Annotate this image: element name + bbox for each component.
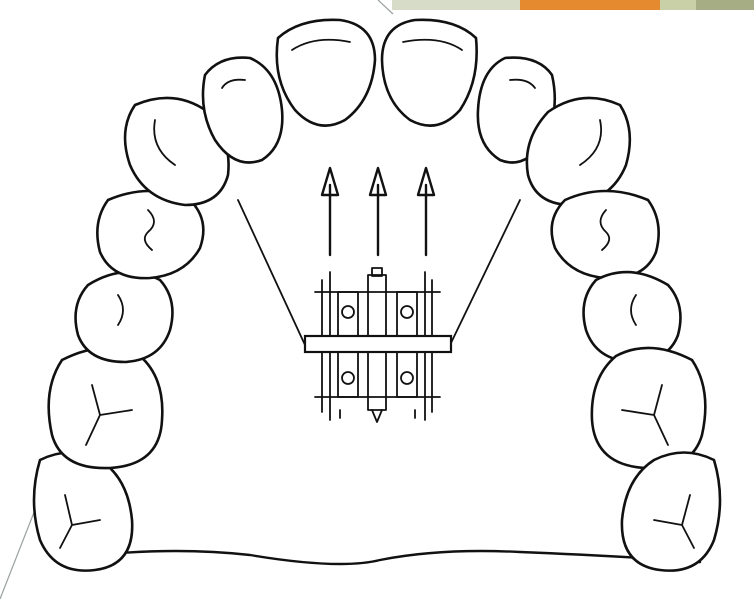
tooth-left-premolar-2 <box>76 272 173 362</box>
screw-node-bottom-left <box>342 372 354 384</box>
tooth-left-molar-2 <box>49 348 163 468</box>
screw-node-top-right <box>401 306 413 318</box>
direction-arrows <box>322 168 434 255</box>
tooth-right-molar-3 <box>622 453 720 571</box>
screw-node-top-left <box>342 306 354 318</box>
screw-bottom-tip <box>372 410 382 422</box>
decor-line-top <box>378 0 393 14</box>
tooth-left-molar-3 <box>34 453 132 571</box>
tooth-right-premolar-1 <box>552 191 659 278</box>
tooth-right-molar-2 <box>592 348 705 468</box>
screw-node-bottom-right <box>401 372 413 384</box>
tooth-right-central-incisor <box>382 20 477 126</box>
expansion-screw <box>305 268 451 422</box>
palate-bottom-outline <box>55 551 700 564</box>
appliance-transverse-bar <box>305 336 451 352</box>
teeth-left <box>34 20 375 571</box>
tooth-left-central-incisor <box>277 20 375 126</box>
